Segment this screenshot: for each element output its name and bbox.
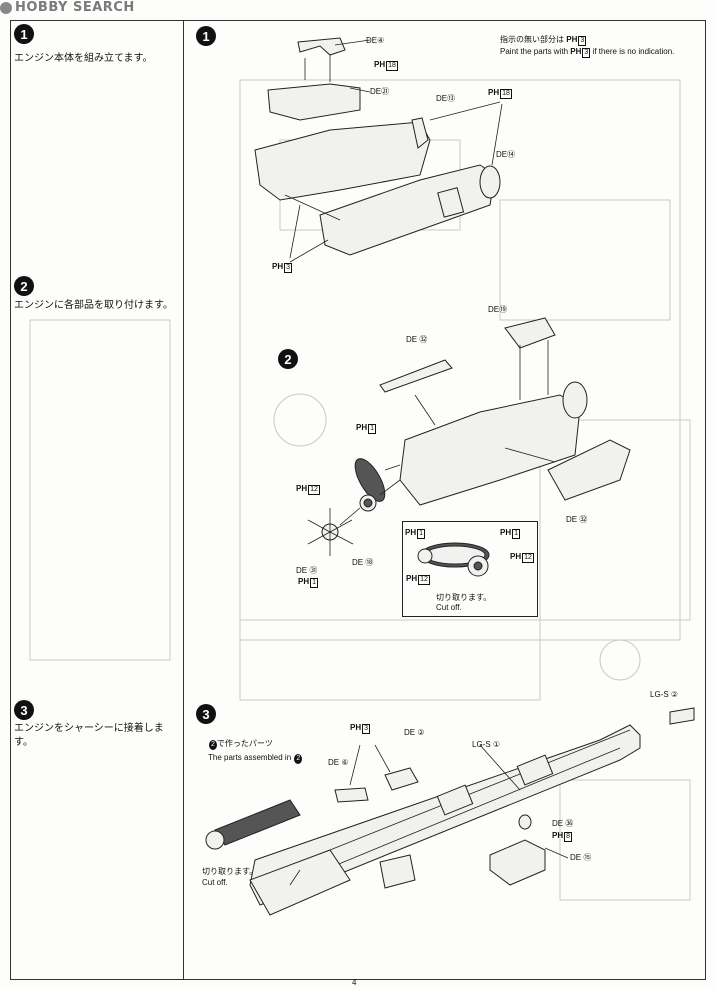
step-1-number: 1 xyxy=(14,24,34,44)
watermark: HOBBY SEARCH xyxy=(0,0,135,15)
cut-pulley-left xyxy=(417,548,433,564)
part-de19 xyxy=(504,317,556,349)
part-de32-side xyxy=(547,439,631,501)
label-de21: DE㉑ xyxy=(370,87,390,96)
engine-block-upper xyxy=(254,121,431,201)
label-de32-top: DE ㉜ xyxy=(406,335,428,344)
label-cut-en: Cut off. xyxy=(436,603,462,612)
step2-engine-diagram xyxy=(307,317,631,577)
label-de2: DE ② xyxy=(404,728,425,737)
page-frame xyxy=(10,20,706,980)
step1-engine-diagram xyxy=(254,37,503,263)
part-de13 xyxy=(411,117,429,149)
label-cut-jp: 切り取ります。 xyxy=(436,593,492,602)
diagram-step-3-number: 3 xyxy=(196,704,216,724)
label-de36: DE ㊱ xyxy=(552,819,574,828)
label-de18: DE ⑱ xyxy=(352,558,374,567)
label-lgs2: LG-S ② xyxy=(650,690,679,699)
part-de32-top xyxy=(379,359,453,393)
step3-chassis-diagram xyxy=(205,707,695,916)
label-cut-en-step3: Cut off. xyxy=(202,878,228,887)
label-lgs1: LG-S ① xyxy=(472,740,501,749)
step-3-text: エンジンをシャーシーに接着します。 xyxy=(14,723,164,748)
engine-assembly xyxy=(399,394,581,506)
belt-ph12 xyxy=(354,458,386,502)
part-de6 xyxy=(334,787,369,803)
label-cut-jp-step3: 切り取ります。 xyxy=(202,867,258,876)
engine-flywheel xyxy=(562,381,588,419)
part-de14 xyxy=(479,165,501,199)
part-de15 xyxy=(489,839,546,886)
part-lgs2 xyxy=(669,707,695,725)
part-de36 xyxy=(518,814,532,830)
step-2-number: 2 xyxy=(14,276,34,296)
diagram-step-1-number: 1 xyxy=(196,26,216,46)
step-3-number: 3 xyxy=(14,700,34,720)
paint-note-jp: 指示の無い部分は xyxy=(500,35,564,44)
step-2-text: エンジンに各部品を取り付けます。 xyxy=(14,300,173,311)
part-de2 xyxy=(384,767,419,791)
part-de4 xyxy=(297,37,346,56)
label-de31: DE ㉛ xyxy=(296,566,318,575)
label-de14: DE⑭ xyxy=(496,150,516,159)
label-de4: DE④ xyxy=(366,36,385,45)
label-de15: DE ⑮ xyxy=(570,853,592,862)
diagram-step-2-number: 2 xyxy=(278,349,298,369)
label-de19: DE⑲ xyxy=(488,305,508,314)
part-de21 xyxy=(267,83,361,121)
engine-block-lower xyxy=(319,164,496,256)
hobby-search-logo-icon xyxy=(0,1,12,14)
watermark-text: HOBBY SEARCH xyxy=(15,0,135,15)
column-divider xyxy=(183,20,184,980)
label-de6: DE ⑥ xyxy=(328,758,349,767)
fan-de31 xyxy=(307,508,354,556)
page-number: 4 xyxy=(352,978,357,987)
label-de32-side: DE ㉜ xyxy=(566,515,588,524)
paint-note-en: Paint the parts with xyxy=(500,47,569,56)
engine-from-step2 xyxy=(214,799,301,846)
label-de13: DE⑬ xyxy=(436,94,456,103)
step-1-text: エンジン本体を組み立てます。 xyxy=(14,53,153,64)
chassis-front xyxy=(249,849,351,916)
cut-detail-box xyxy=(402,521,538,617)
label-made-in-2-en: The parts assembled in 2 xyxy=(208,753,303,764)
